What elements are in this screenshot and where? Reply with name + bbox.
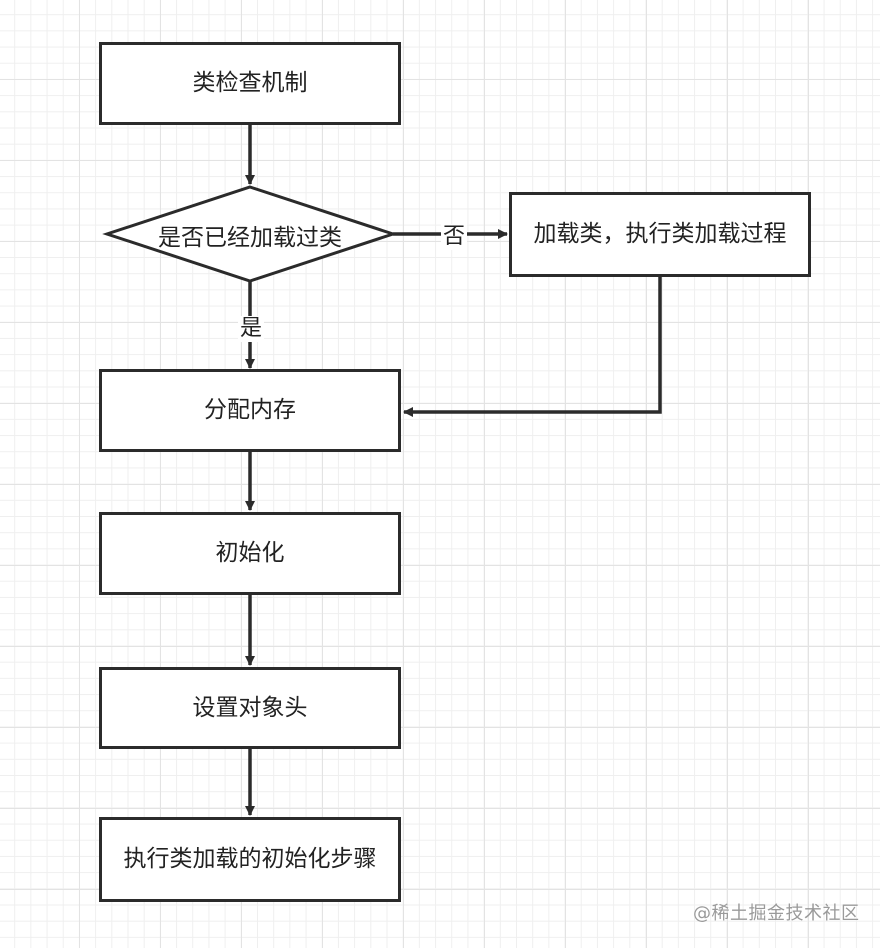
node-class-check: 类检查机制: [99, 42, 401, 125]
edge-load-to-allocate: [403, 276, 662, 417]
node-initialize-label: 初始化: [215, 540, 285, 567]
node-allocate-memory: 分配内存: [99, 369, 401, 452]
node-load-class-label: 加载类，执行类加载过程: [533, 221, 787, 248]
node-initialize: 初始化: [99, 512, 401, 595]
node-allocate-memory-label: 分配内存: [204, 397, 296, 424]
node-run-init-label: 执行类加载的初始化步骤: [123, 846, 377, 873]
node-load-class: 加载类，执行类加载过程: [509, 192, 811, 277]
node-class-check-label: 类检查机制: [192, 70, 308, 97]
node-set-header-label: 设置对象头: [192, 694, 308, 721]
edge-label-yes: 是: [238, 316, 265, 343]
node-run-init: 执行类加载的初始化步骤: [99, 817, 401, 902]
decision-label: 是否已经加载过类: [158, 225, 342, 251]
watermark: @稀土掘金技术社区: [693, 903, 860, 924]
edge-label-no: 否: [441, 224, 468, 251]
node-set-header: 设置对象头: [99, 667, 401, 749]
